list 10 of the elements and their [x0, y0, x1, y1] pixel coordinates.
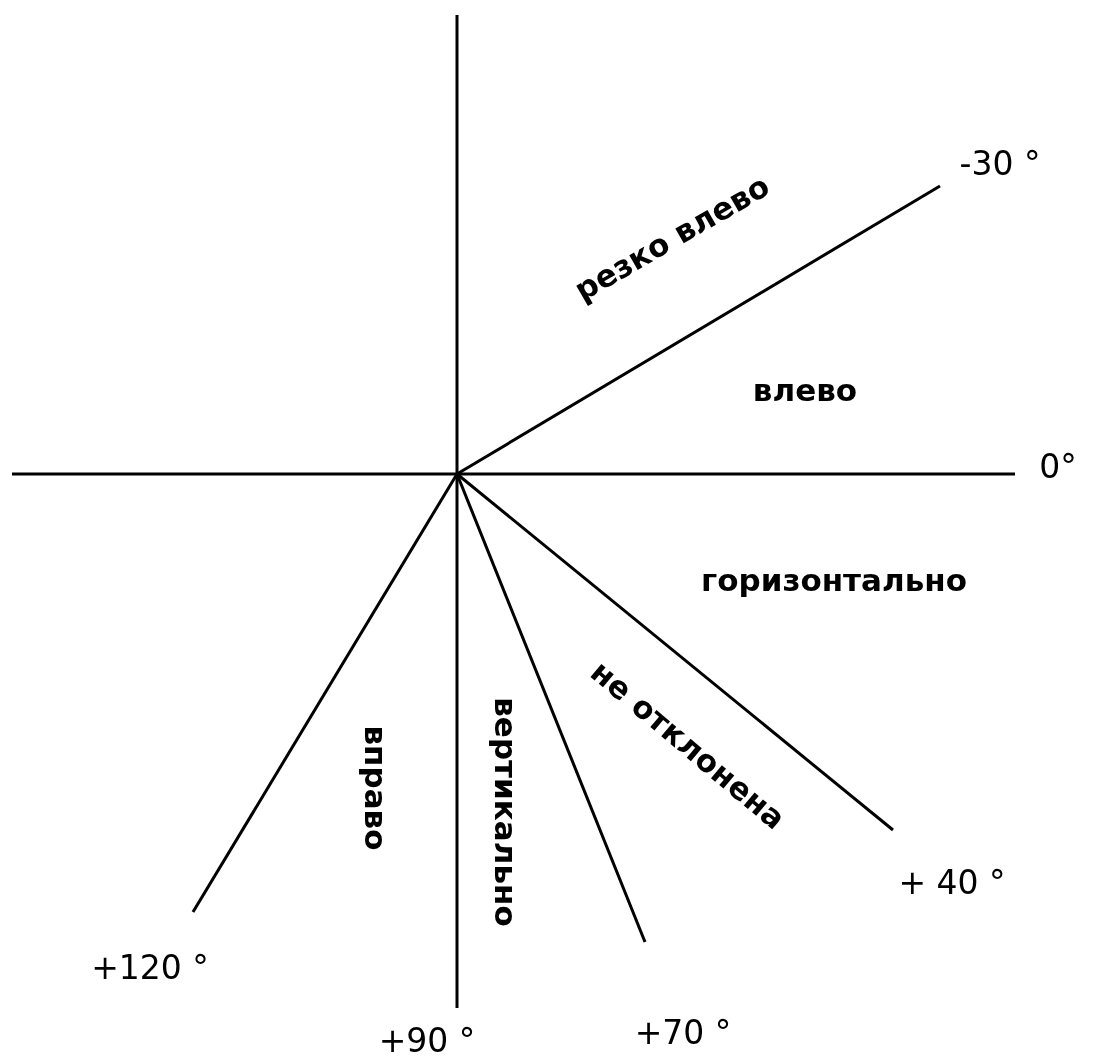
angle-label: + 40 ° — [898, 865, 1006, 899]
angle-label: 0° — [1039, 449, 1077, 483]
sector-label: влево — [752, 374, 858, 406]
sector-label: вертикально — [489, 697, 521, 927]
angle-label: +90 ° — [378, 1023, 476, 1057]
sector-label: вправо — [359, 725, 391, 851]
angle-label: +120 ° — [91, 950, 209, 984]
angle-label: -30 ° — [959, 146, 1041, 180]
sector-label: горизонтально — [701, 564, 967, 596]
angle-label: +70 ° — [634, 1015, 732, 1049]
